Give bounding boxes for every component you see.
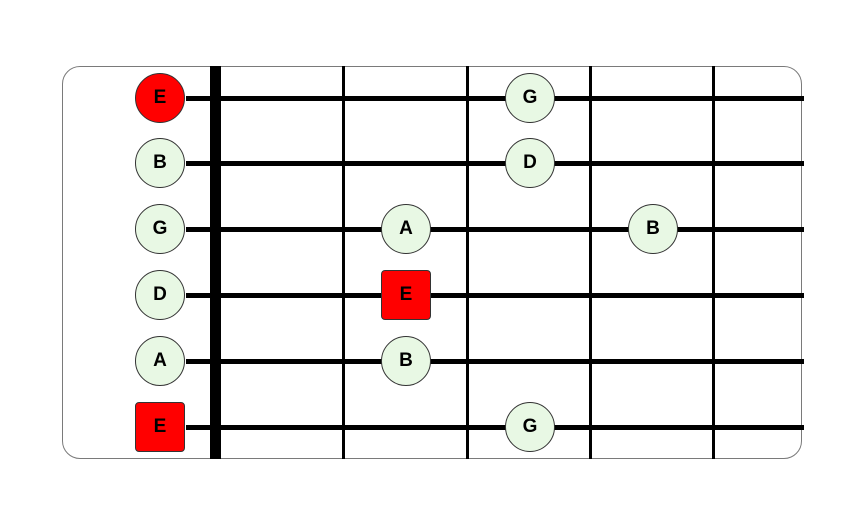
note-marker: B [628, 204, 678, 254]
string-6 [186, 425, 804, 430]
root-note-marker: E [135, 73, 185, 123]
note-marker: D [135, 270, 185, 320]
note-marker: G [505, 73, 555, 123]
root-note-marker: E [135, 402, 185, 452]
note-marker: A [135, 336, 185, 386]
fret-line-2 [466, 66, 469, 459]
string-5 [186, 359, 804, 364]
string-3 [186, 227, 804, 232]
note-marker: B [381, 336, 431, 386]
note-marker: G [505, 402, 555, 452]
fret-line-4 [712, 66, 715, 459]
note-marker: D [505, 138, 555, 188]
fretboard [62, 66, 802, 459]
root-note-marker: E [381, 270, 431, 320]
note-marker: G [135, 204, 185, 254]
note-marker: A [381, 204, 431, 254]
fret-line-1 [342, 66, 345, 459]
note-marker: B [135, 138, 185, 188]
string-4 [186, 293, 804, 298]
string-1 [186, 96, 804, 101]
nut [210, 66, 221, 459]
fret-line-3 [589, 66, 592, 459]
string-2 [186, 161, 804, 166]
